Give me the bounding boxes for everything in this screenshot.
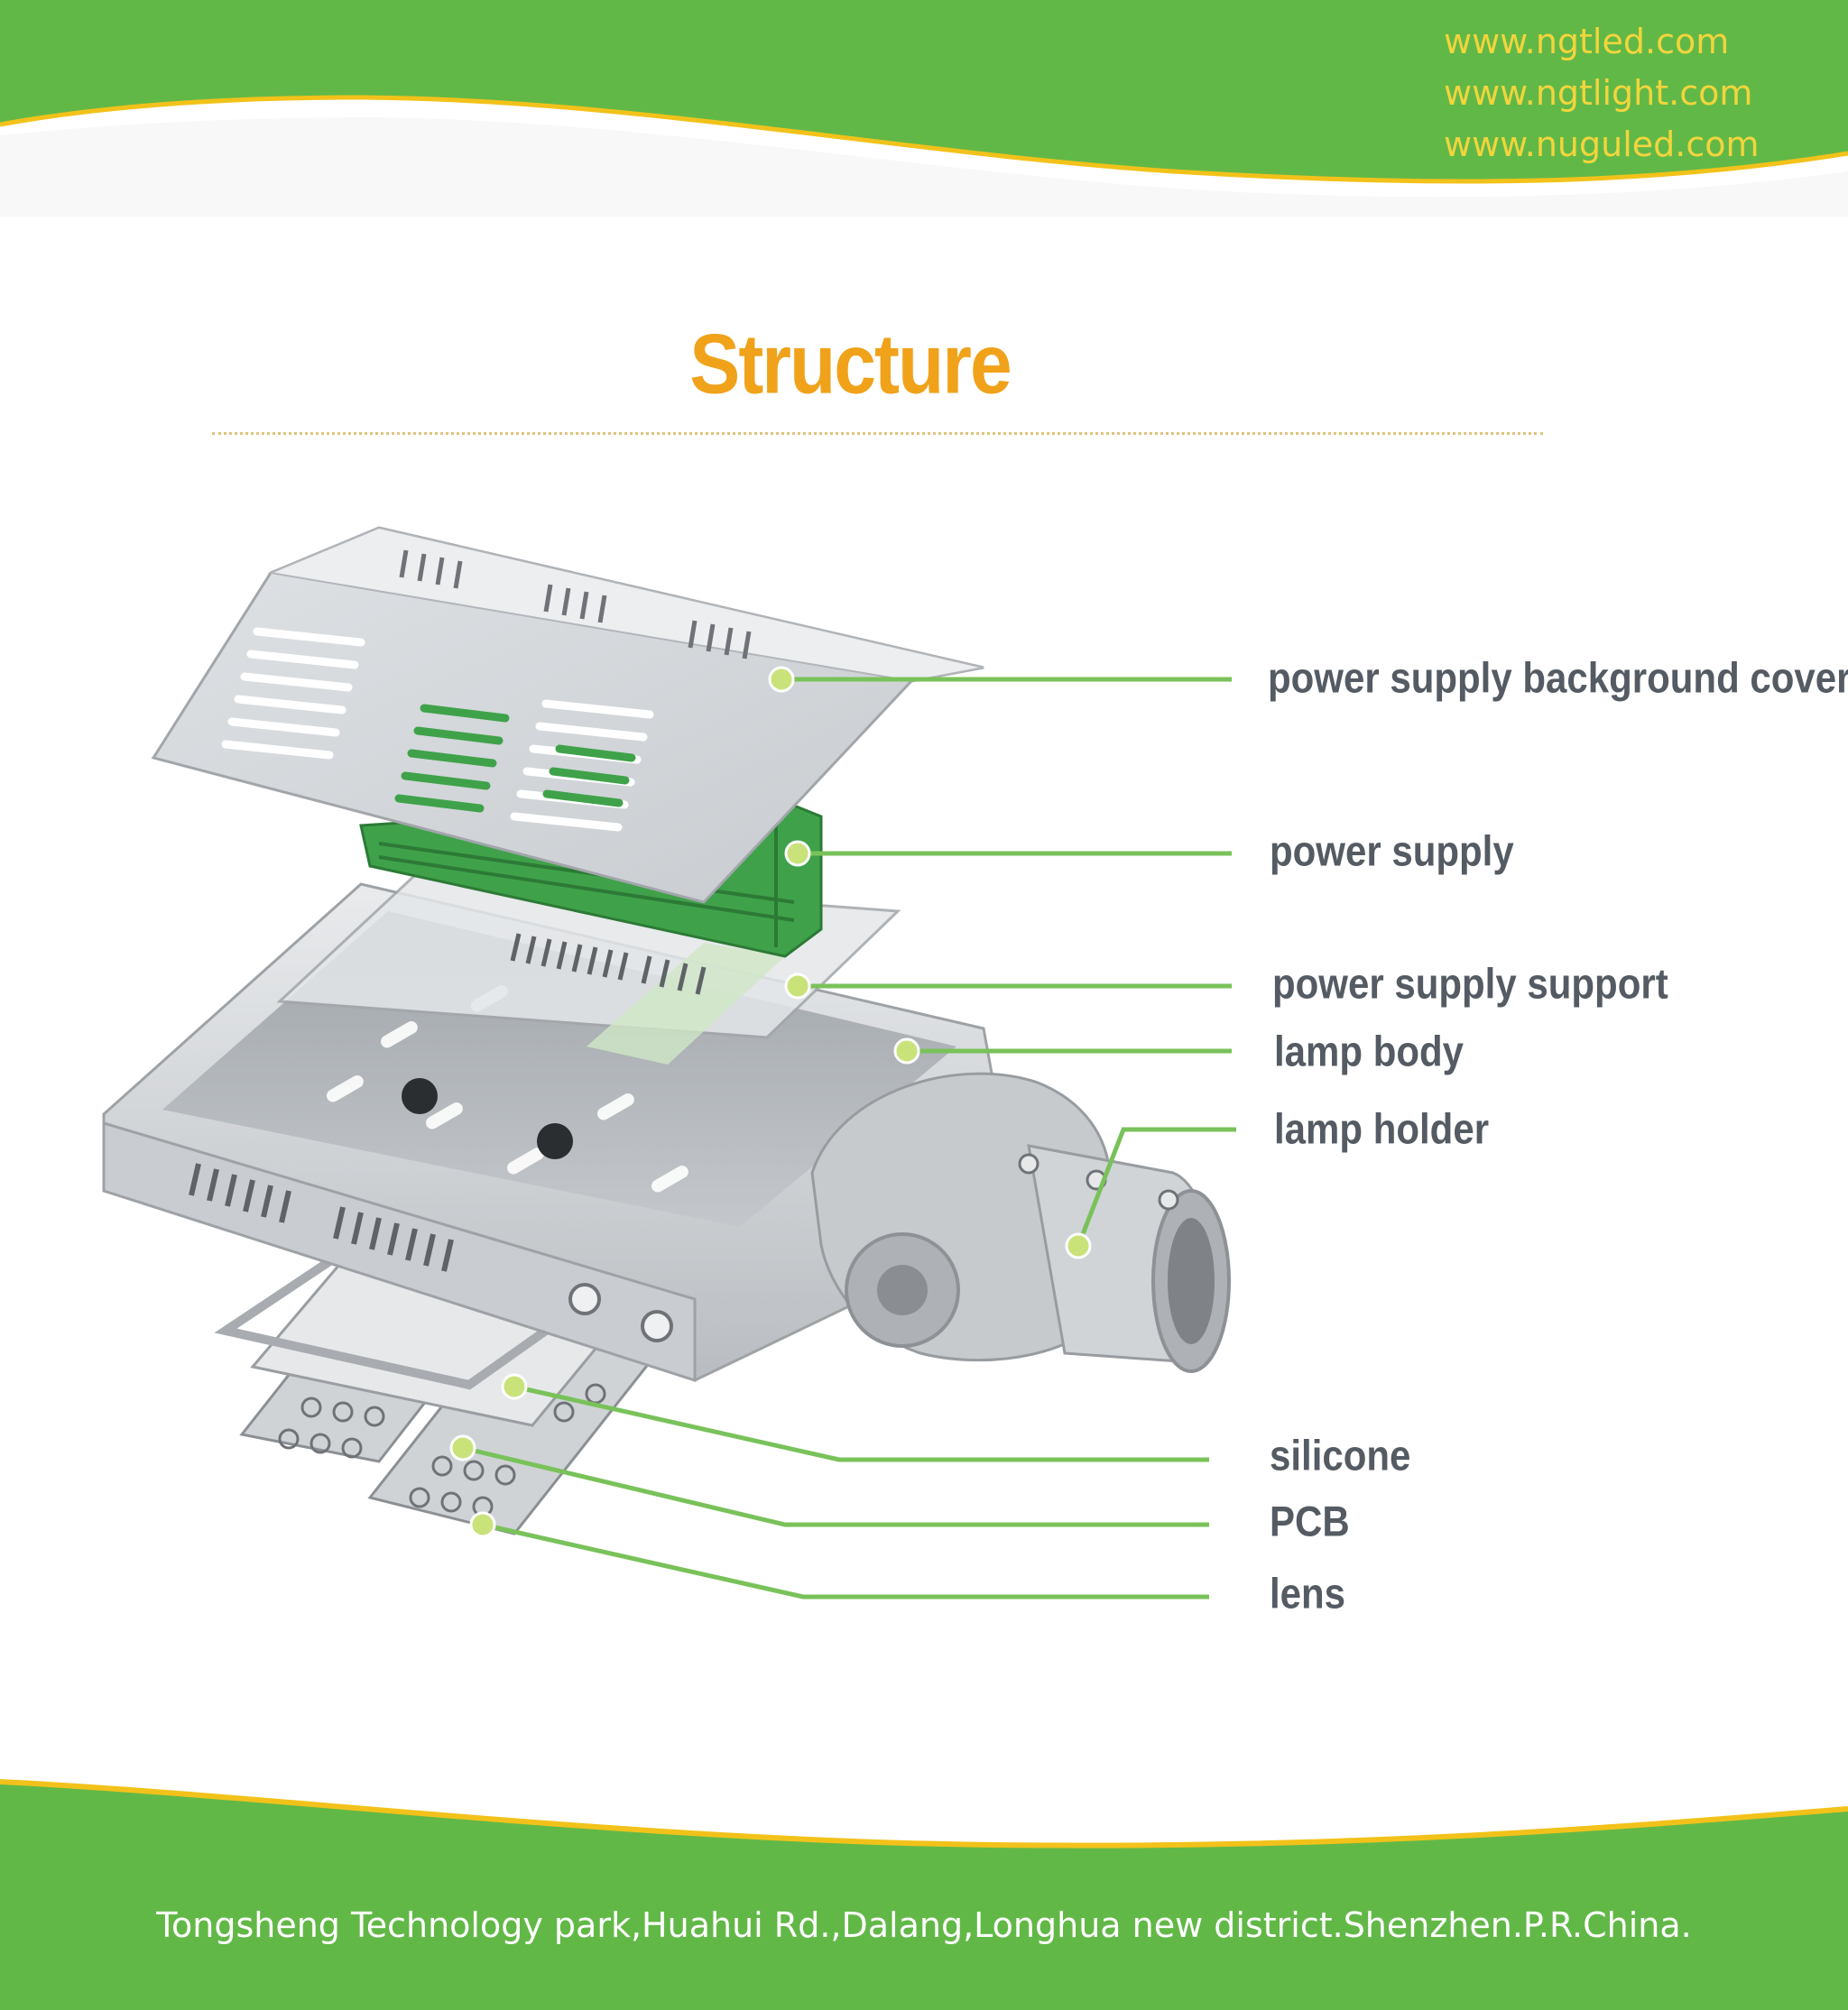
website-link[interactable]: www.ngtlight.com — [1444, 73, 1753, 113]
leader-dots — [449, 666, 1092, 1538]
label-pcb: PCB — [1270, 1498, 1350, 1545]
label-power-supply-background-cover: power supply background cover — [1268, 654, 1848, 702]
website-link[interactable]: www.ngtled.com — [1444, 22, 1730, 61]
leader-lines — [462, 677, 1236, 1600]
page-title: Structure — [689, 316, 1012, 411]
website-list: www.ngtled.com www.ngtlight.com www.nugu… — [1444, 16, 1760, 171]
label-lamp-body: lamp body — [1274, 1028, 1465, 1075]
website-link[interactable]: www.nuguled.com — [1444, 124, 1760, 164]
lamp-holder — [810, 1072, 1231, 1373]
label-silicone: silicone — [1270, 1432, 1411, 1480]
header-band — [0, 0, 1848, 217]
label-lamp-holder: lamp holder — [1274, 1105, 1490, 1153]
label-lens: lens — [1270, 1570, 1346, 1618]
label-power-supply: power supply — [1270, 827, 1514, 875]
footer-address: Tongsheng Technology park,Huahui Rd.,Dal… — [156, 1905, 1692, 1945]
power-supply-cover — [151, 526, 984, 904]
label-power-supply-support: power supply support — [1272, 960, 1668, 1008]
title-divider — [212, 432, 1543, 435]
